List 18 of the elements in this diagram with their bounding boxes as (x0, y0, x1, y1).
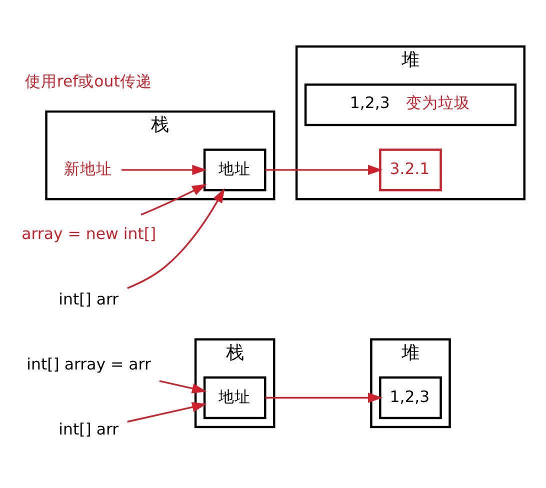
node-text: int[] arr (58, 289, 119, 308)
node-box: 地址 (203, 148, 266, 192)
node-box: 1,2,3 (379, 376, 442, 420)
label: 使用ref或out传递 (24, 72, 152, 91)
arrow (265, 164, 383, 176)
arrow (122, 164, 207, 176)
arrow (127, 188, 225, 289)
arrow (265, 392, 383, 403)
arrow (159, 380, 207, 394)
node-box: 1,2,3 变为垃圾 (304, 84, 517, 126)
arrow (127, 402, 207, 423)
arrow (140, 184, 207, 216)
node-box: 地址 (203, 376, 266, 420)
node-text: array = new int[] (22, 224, 156, 244)
node-text: 新地址 (64, 159, 112, 178)
node-box: 3.2.1 (379, 148, 442, 192)
node-text: int[] array = arr (26, 354, 151, 374)
node-text: int[] arr (58, 419, 119, 438)
